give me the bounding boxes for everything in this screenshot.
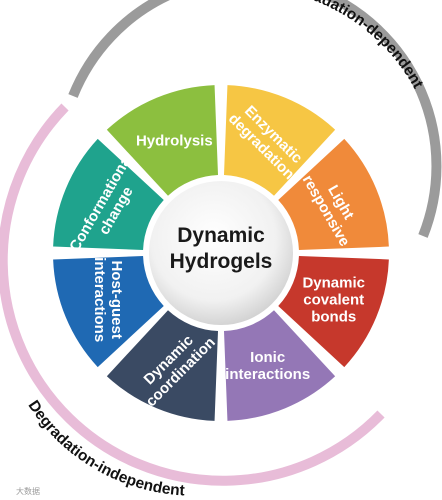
segment-coordination (106, 310, 219, 421)
degradation-dependent-arc (68, 0, 442, 238)
watermark-text: 大数据 (16, 486, 40, 496)
segment-label-line: interactions (225, 366, 310, 383)
segment-label-line: Hydrolysis (136, 132, 213, 149)
segment-hostguest (53, 255, 164, 368)
segment-group (53, 85, 389, 421)
segment-label-line: interactions (91, 257, 108, 342)
segment-label-line: Ionic (250, 349, 285, 366)
segment-label-hydrolysis: Hydrolysis (136, 132, 213, 149)
center-title-line2: Hydrogels (170, 250, 273, 273)
segment-ionic (223, 310, 336, 421)
segment-label-line: Host-guest (108, 261, 125, 339)
segment-label-hostguest: Host-guestinteractions (91, 257, 125, 342)
degradation-independent-arc (0, 103, 385, 486)
segment-hydrolysis (106, 85, 219, 196)
degradation-dependent-label: Degradation-dependent (278, 0, 426, 91)
segment-label-line: Dynamic (302, 275, 365, 292)
segment-covalent (278, 255, 389, 368)
segment-label-line: covalent (303, 292, 364, 309)
center-circle (145, 177, 297, 329)
center-title-line1: Dynamic (177, 224, 265, 247)
segment-enzymatic (223, 85, 336, 196)
segment-conformational (53, 138, 164, 251)
segment-label-line: bonds (311, 309, 356, 326)
segment-light (278, 138, 389, 251)
